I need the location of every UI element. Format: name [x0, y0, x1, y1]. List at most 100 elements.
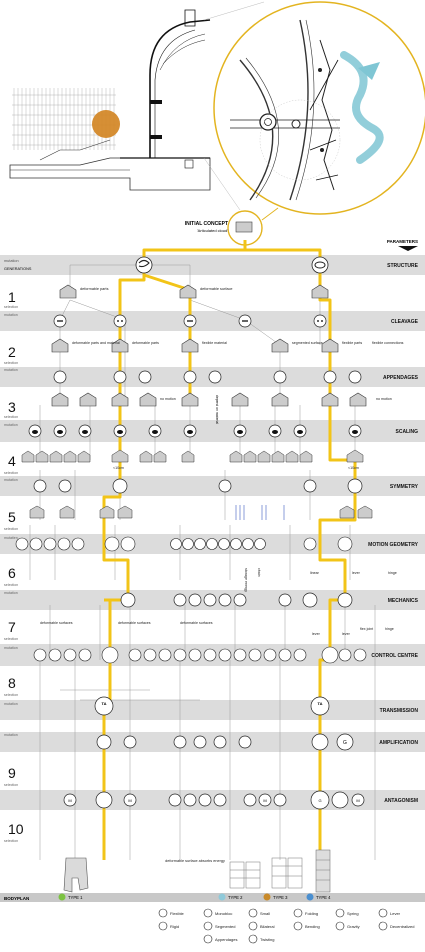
decentralized-icon: [33, 648, 47, 662]
generation-4: 4: [8, 453, 16, 469]
selection-label: selection: [4, 583, 18, 587]
motor-icon: [123, 793, 137, 807]
house-icon: [153, 450, 167, 463]
folding-icon: [43, 537, 57, 551]
motor-icon: [63, 793, 77, 807]
rigid-icon: [158, 921, 168, 931]
house-icon: [243, 450, 257, 463]
lever-icon: [94, 696, 114, 716]
appendages-icon: [113, 370, 127, 384]
monobloc-icon: [123, 735, 137, 749]
appendages-icon: [53, 370, 67, 384]
bilateral-icon: [58, 479, 72, 493]
lever-icon: [378, 908, 388, 918]
gen5-house-icons: [29, 505, 373, 519]
bodyplan-bar: [0, 893, 425, 902]
house-icon: [181, 338, 199, 353]
house-icon: [59, 505, 75, 519]
generation-9: 9: [8, 765, 16, 781]
spring-icon: [238, 735, 252, 749]
parameters-header: PARAMETERS: [387, 239, 418, 244]
initial-concept-subtitle: 'Articulated cloud': [197, 228, 228, 233]
building-section-illustration: [9, 1, 265, 211]
annotation-deformable-parts-material: deformable parts and material: [72, 341, 120, 345]
annotation-storage-energy: storage energy: [244, 568, 248, 592]
gen4-house-icons: [21, 449, 364, 463]
decentralized-icon: [378, 921, 388, 931]
annotation-flex-joint: flex joint: [360, 627, 373, 631]
type2-dot: [218, 893, 226, 901]
motion-geometry-nodes: [15, 536, 353, 552]
annotation-chain: chain: [257, 568, 261, 577]
twisting-icon: [248, 934, 258, 944]
spring-icon: [213, 735, 227, 749]
generation-8: 8: [8, 675, 16, 691]
annotation-deformable-surface: deformable surface: [200, 287, 233, 291]
gravity-label: G: [343, 740, 347, 746]
mutation-label: mutation: [4, 368, 18, 372]
house-icon: [139, 450, 153, 463]
segmented-icon: [113, 314, 127, 328]
folding-icon: [57, 537, 71, 551]
folding-icon: [206, 538, 218, 550]
generation-10: 10: [8, 821, 24, 837]
folding-icon: [182, 538, 194, 550]
annotation-deformable-surfaces: deformable surfaces: [118, 621, 151, 625]
bodyplan-label: BODYPLAN: [4, 896, 29, 901]
selection-label: selection: [4, 361, 18, 365]
twisting-icon: [311, 256, 329, 274]
appendages-icon: [323, 370, 337, 384]
folding-icon: [254, 538, 266, 550]
folding-icon: [29, 537, 43, 551]
twisting-icon: [104, 536, 120, 552]
mutation-label: mutation: [4, 591, 18, 595]
legend-segmented: Segmented: [215, 924, 235, 929]
spring-icon: [173, 593, 187, 607]
gravity-icon: [310, 790, 330, 810]
legend-monobloc: Monobloc: [215, 911, 232, 916]
selection-label: selection: [4, 471, 18, 475]
generation-6: 6: [8, 565, 16, 581]
param-transmission: TRANSMISSION: [380, 708, 419, 714]
house-icon: [349, 392, 367, 407]
house-icon: [181, 450, 195, 463]
param-control-centre: CONTROL CENTRE: [371, 653, 418, 659]
house-icon: [299, 450, 313, 463]
legend-small: Small: [260, 911, 270, 916]
band-scaling: [0, 420, 425, 442]
decentralized-icon: [263, 648, 277, 662]
house-icon: [346, 449, 364, 463]
legend-gravity: Gravity: [347, 924, 360, 929]
gen5-blue-glyphs: [235, 505, 285, 520]
decentralized-icon: [78, 648, 92, 662]
house-icon: [229, 450, 243, 463]
decentralized-icon: [48, 648, 62, 662]
param-appendages: APPENDAGES: [383, 375, 419, 381]
spring-icon: [233, 593, 247, 607]
annotation-depend-on-material: depend on material: [215, 395, 219, 424]
mutation-label-top: mutation: [4, 259, 19, 263]
type3-dot: [263, 893, 271, 901]
band-symmetry: [0, 476, 425, 496]
appendages-nodes: [53, 370, 362, 384]
decentralized-icon: [203, 648, 217, 662]
annotation-size-limit: <10cm: [348, 466, 359, 470]
bilateral-icon: [347, 478, 363, 494]
bilateral-icon: [218, 479, 232, 493]
annotation-deformable-parts: deformable parts: [132, 341, 159, 345]
house-icon: [111, 338, 129, 353]
selection-label: selection: [4, 783, 18, 787]
spring-icon: [193, 735, 207, 749]
appendages-icon: [183, 370, 197, 384]
spring-icon: [278, 593, 292, 607]
segmented-icon: [203, 921, 213, 931]
gravity-icon: [273, 793, 287, 807]
house-icon: [285, 450, 299, 463]
mutation-label: mutatien: [4, 536, 18, 540]
band-structure: [0, 255, 425, 275]
generations-header: GENERATIONS: [4, 267, 32, 271]
house-icon: [51, 338, 69, 353]
folding-icon: [170, 538, 182, 550]
annotation-segmented-surface: segmented surface: [292, 341, 323, 345]
